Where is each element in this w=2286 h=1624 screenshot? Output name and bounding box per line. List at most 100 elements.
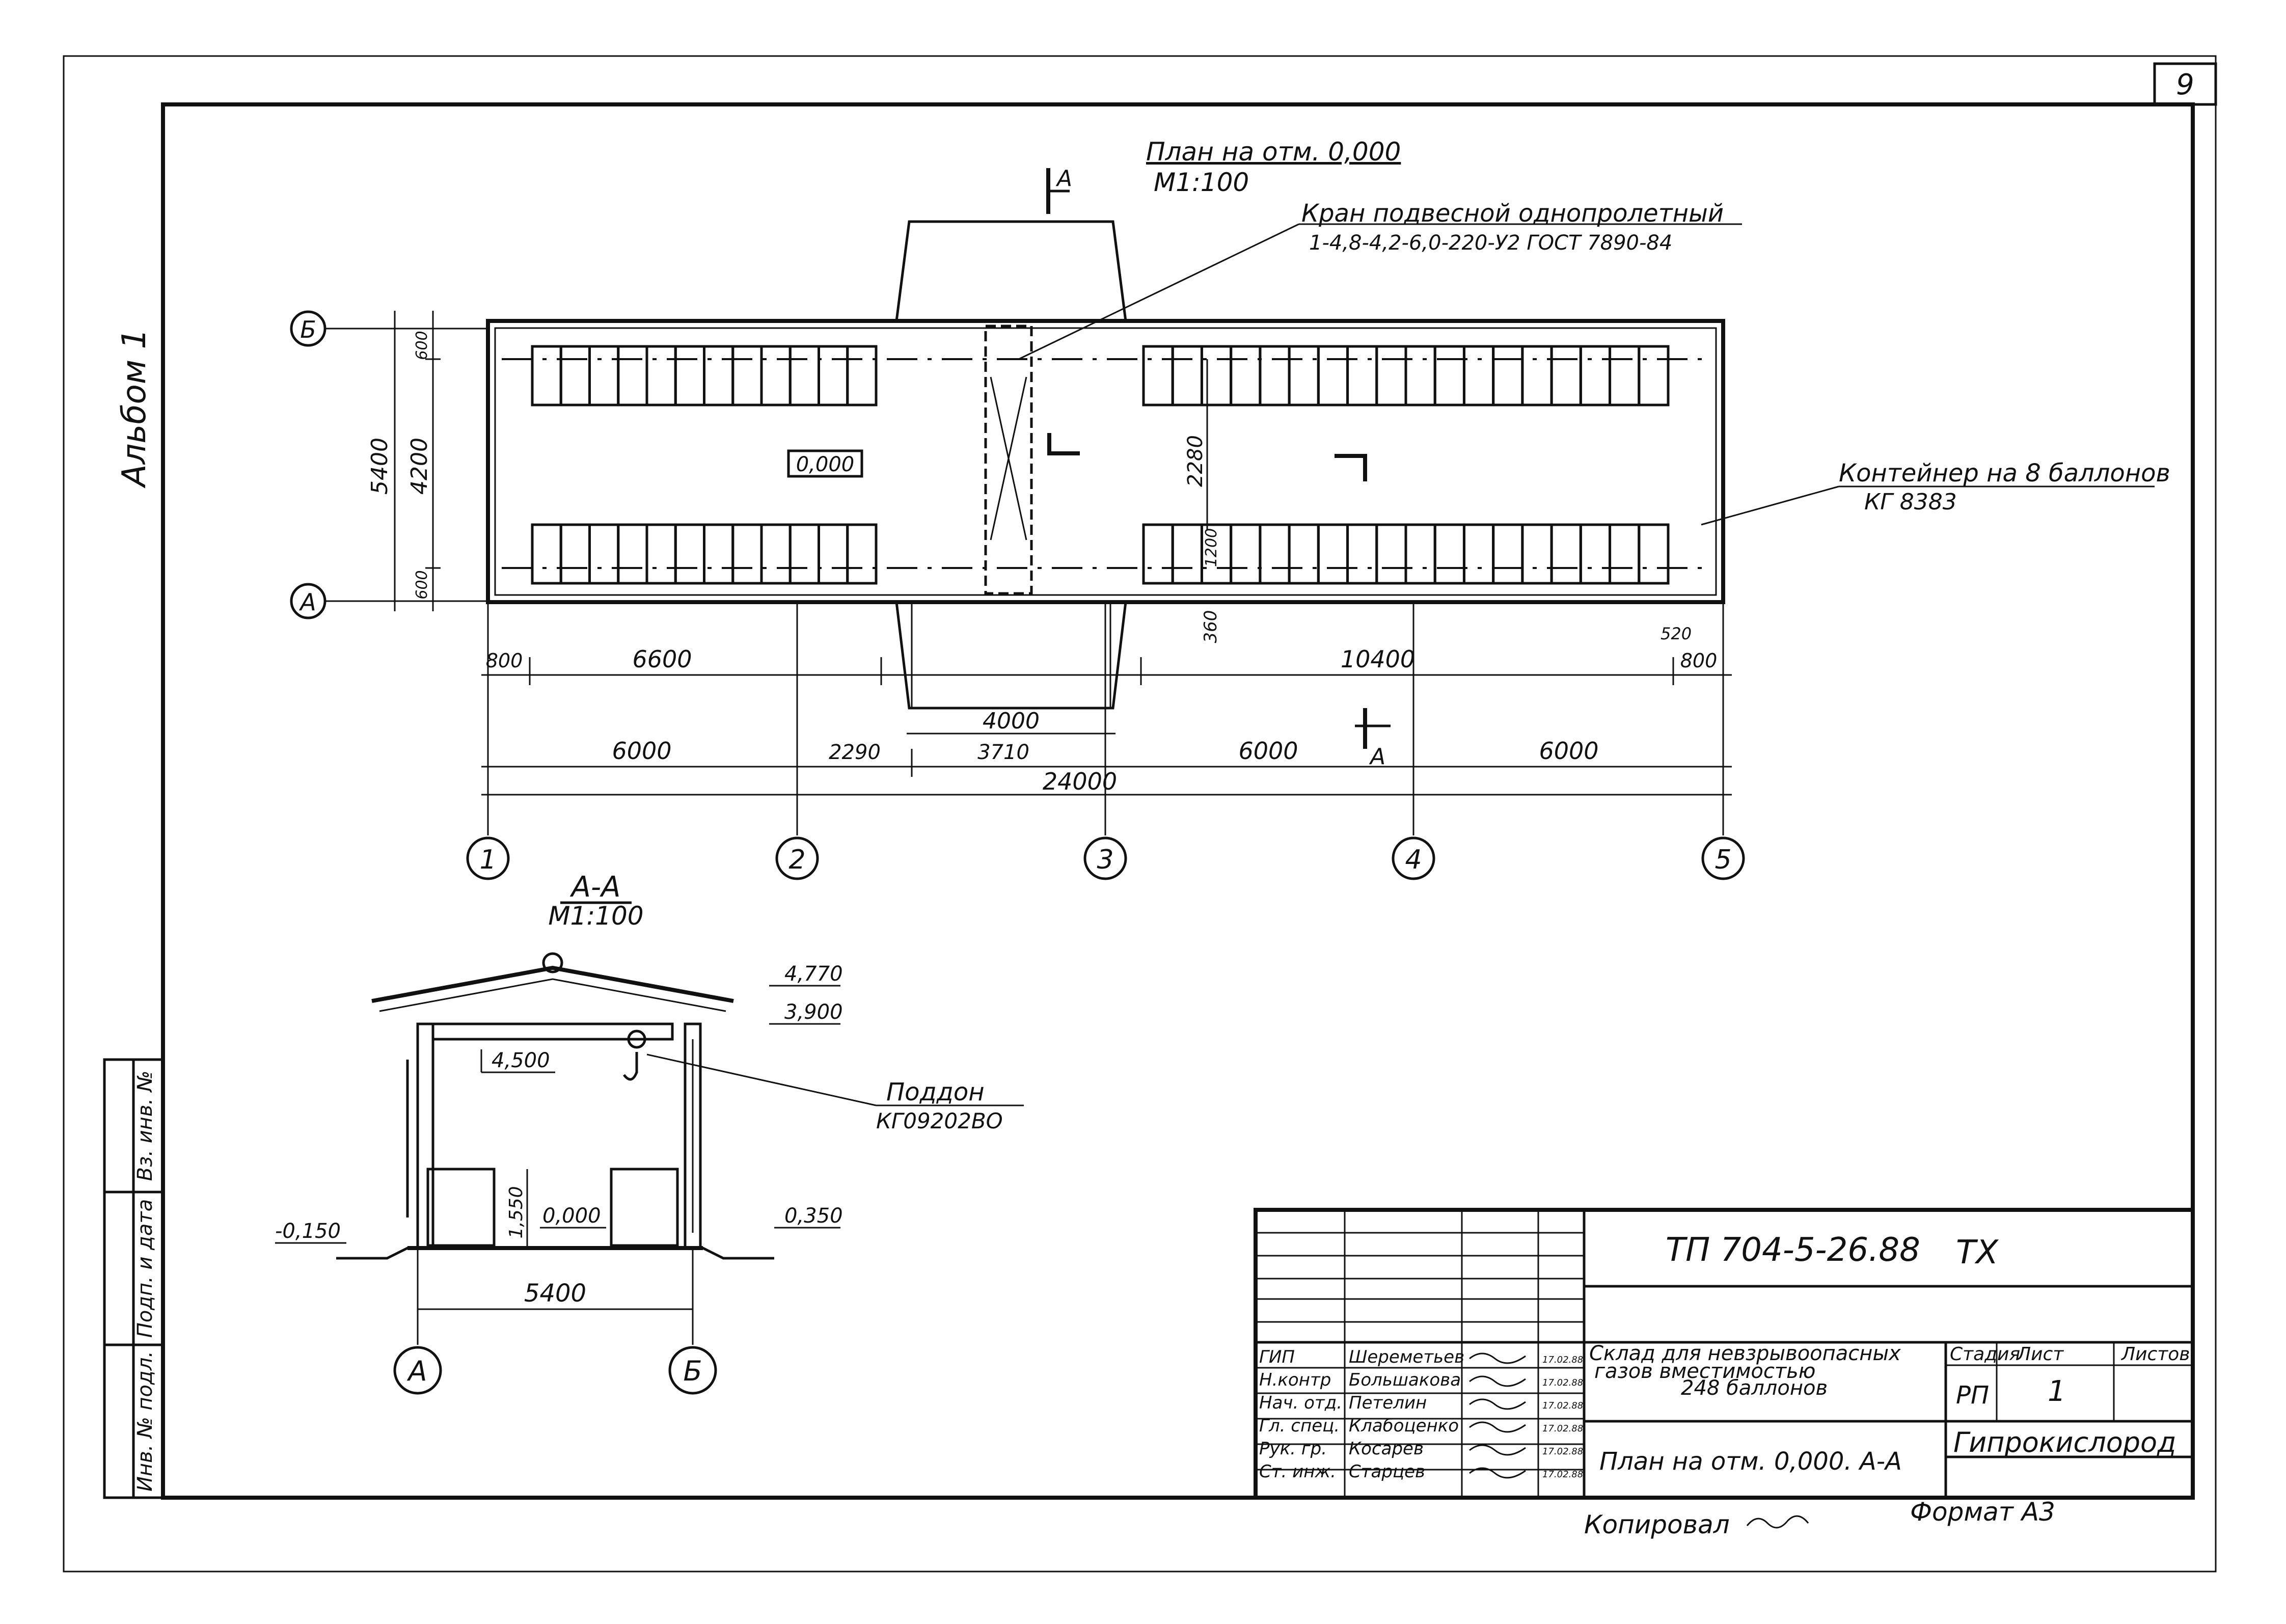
- axis-label-1: 1: [479, 845, 496, 875]
- section-crane-beam: [431, 1022, 674, 1041]
- crane-note-1: Кран подвесной однопролетный: [1301, 199, 1724, 228]
- axis-label-4: 4: [1405, 845, 1422, 875]
- signer-date: 17.02.88: [1542, 1400, 1583, 1411]
- container: [559, 523, 591, 585]
- container: [1521, 523, 1553, 585]
- title-block: ТП 704-5-26.88 ТХ ГИП Шереметьев 17.02.88 Н…: [1254, 1208, 2195, 1500]
- container: [1142, 523, 1174, 585]
- section-wall-left: [416, 1022, 434, 1250]
- mark-4770: 4,770: [784, 962, 843, 986]
- signer-name: Старцев: [1349, 1461, 1425, 1482]
- signature: [1469, 1444, 1526, 1456]
- container: [731, 345, 763, 407]
- container: [760, 345, 792, 407]
- container: [559, 345, 591, 407]
- axis-bubble-a: [290, 583, 326, 619]
- section-axis-a: А: [407, 1355, 427, 1387]
- container: [703, 345, 734, 407]
- sheet-label: Лист: [2016, 1344, 2064, 1365]
- dim-800-right: 800: [1680, 649, 1718, 672]
- axis-label-2: 2: [788, 845, 805, 875]
- axis-label-5: 5: [1715, 845, 1731, 875]
- container: [731, 523, 763, 585]
- container: [760, 523, 792, 585]
- container: [588, 523, 620, 585]
- format-label: Формат А3: [1910, 1497, 2055, 1527]
- signature: [1469, 1467, 1526, 1479]
- container: [1433, 523, 1465, 585]
- pallet-right: [610, 1168, 679, 1247]
- signer-role: ГИП: [1259, 1347, 1295, 1367]
- container: [1375, 523, 1407, 585]
- signer-date: 17.02.88: [1542, 1446, 1583, 1457]
- container: [588, 345, 620, 407]
- dim-4200: 4200: [406, 438, 432, 495]
- level-mark-box: [787, 449, 863, 478]
- object-name-2: газов вместимостью: [1594, 1360, 1815, 1383]
- signer-name: Большакова: [1349, 1370, 1461, 1390]
- container-leader: [1701, 485, 1839, 526]
- container: [1346, 523, 1378, 585]
- document-code-suffix: ТХ: [1956, 1234, 1999, 1271]
- signer-name: Петелин: [1349, 1393, 1427, 1413]
- mark-0350: 0,350: [784, 1204, 843, 1228]
- container: [1230, 523, 1262, 585]
- plan-scale: М1:100: [1154, 168, 1249, 197]
- container: [1521, 345, 1553, 407]
- sheet-number: 9: [2176, 68, 2194, 101]
- container: [1638, 345, 1670, 407]
- vestibule-bottom: [895, 602, 1127, 710]
- object-name-1: Склад для невзрывоопасных: [1589, 1342, 1901, 1365]
- dim-10400: 10400: [1341, 645, 1415, 673]
- signer-role: Рук. гр.: [1259, 1439, 1327, 1459]
- container: [1492, 523, 1524, 585]
- container: [1492, 345, 1524, 407]
- copier-signature: [1746, 1515, 1809, 1529]
- container: [1259, 523, 1291, 585]
- dim-600-bottom: 600: [413, 570, 431, 599]
- stage-label: Стадия: [1950, 1344, 2020, 1365]
- album-label: Альбом 1: [116, 329, 153, 489]
- document-code: ТП 704-5-26.88: [1666, 1231, 1920, 1269]
- dim-800-left: 800: [486, 649, 523, 672]
- container-note-1: Контейнер на 8 баллонов: [1839, 459, 2170, 488]
- plan-title: План на отм. 0,000: [1146, 137, 1401, 167]
- container: [846, 345, 878, 407]
- axis-bubble-b: [290, 310, 326, 347]
- signature: [1469, 1398, 1526, 1410]
- container: [617, 523, 648, 585]
- signature: [1469, 1375, 1526, 1387]
- section-title: А-А: [570, 871, 621, 904]
- dim-2280: 2280: [1184, 435, 1207, 487]
- container: [1550, 345, 1582, 407]
- signer-role: Нач. отд.: [1259, 1393, 1342, 1413]
- crane-note-2: 1-4,8-4,2-6,0-220-У2 ГОСТ 7890-84: [1309, 231, 1672, 255]
- container: [1171, 345, 1203, 407]
- container: [1550, 523, 1582, 585]
- crane-leader: [1018, 223, 1299, 360]
- container: [1609, 345, 1641, 407]
- dim-6000-1: 6000: [612, 737, 671, 765]
- container: [1375, 345, 1407, 407]
- dim-5400-vertical: 5400: [367, 438, 393, 495]
- sheet-outer-border: [63, 55, 2217, 1573]
- container: [1200, 345, 1233, 407]
- stamp-sign-label: Подп. и дата: [133, 1199, 157, 1338]
- container: [1230, 345, 1262, 407]
- container: [1579, 345, 1612, 407]
- container: [674, 345, 705, 407]
- container: [1142, 345, 1174, 407]
- sheet-name: План на отм. 0,000. А-А: [1599, 1447, 1902, 1476]
- dim-600-top: 600: [413, 331, 431, 360]
- axis-label-3: 3: [1097, 845, 1113, 875]
- stamp-vz-label: Вз. инв. №: [133, 1071, 157, 1181]
- pallet-left: [426, 1168, 496, 1247]
- container: [1433, 345, 1465, 407]
- dim-6000-2: 6000: [1238, 737, 1298, 765]
- plan-view: План на отм. 0,000 М1:100 0,000 А А: [290, 137, 2170, 880]
- dim-6600: 6600: [632, 645, 692, 673]
- container: [818, 523, 849, 585]
- signer-date: 17.02.88: [1542, 1469, 1583, 1480]
- signer-name: Шереметьев: [1349, 1347, 1464, 1367]
